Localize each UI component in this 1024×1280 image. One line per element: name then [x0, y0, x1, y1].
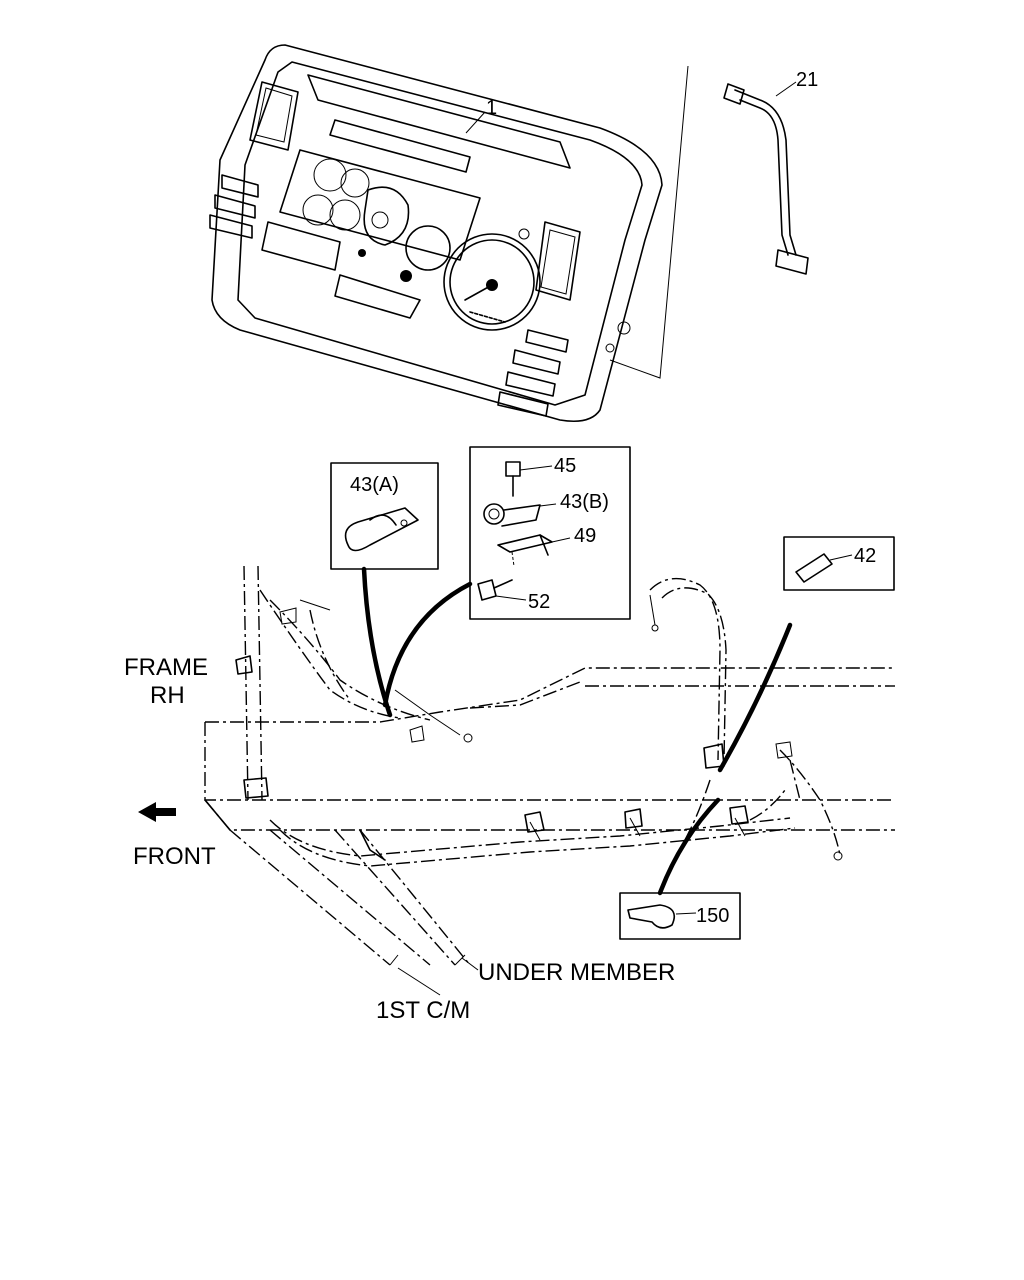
leader-line-1st-cm — [397, 967, 441, 996]
callout-43b: 43(B) — [560, 491, 609, 513]
box-43b-assembly — [469, 446, 631, 620]
leader-heavy-150 — [657, 797, 721, 896]
under-member-label: UNDER MEMBER — [478, 959, 675, 986]
frame-rh-label-line1: FRAME — [124, 654, 208, 681]
callout-45: 45 — [554, 455, 576, 477]
callout-150: 150 — [696, 905, 729, 927]
leader-heavy-42 — [717, 622, 793, 773]
box-42 — [783, 536, 895, 591]
callout-43a: 43(A) — [350, 474, 399, 496]
box-150 — [619, 892, 741, 940]
arrow-left-icon — [138, 802, 176, 822]
callout-52: 52 — [528, 591, 550, 613]
callout-1: 1 — [486, 97, 497, 119]
callout-49: 49 — [574, 525, 596, 547]
front-label: FRONT — [133, 843, 216, 870]
callout-42: 42 — [854, 545, 876, 567]
callout-21: 21 — [796, 69, 818, 91]
box-43a — [330, 462, 439, 570]
leader-line-21 — [775, 81, 797, 97]
leader-heavy-43b — [382, 581, 473, 708]
speedometer-cable — [723, 81, 809, 275]
leader-line-under-member — [461, 957, 479, 971]
first-cm-label: 1ST C/M — [376, 997, 470, 1024]
instrument-cluster — [209, 44, 663, 423]
leader-line-1 — [465, 111, 486, 134]
frame-and-harness — [204, 565, 895, 966]
frame-rh-label-line2: RH — [150, 682, 185, 709]
leader-line-cluster-to-21 — [609, 65, 689, 379]
